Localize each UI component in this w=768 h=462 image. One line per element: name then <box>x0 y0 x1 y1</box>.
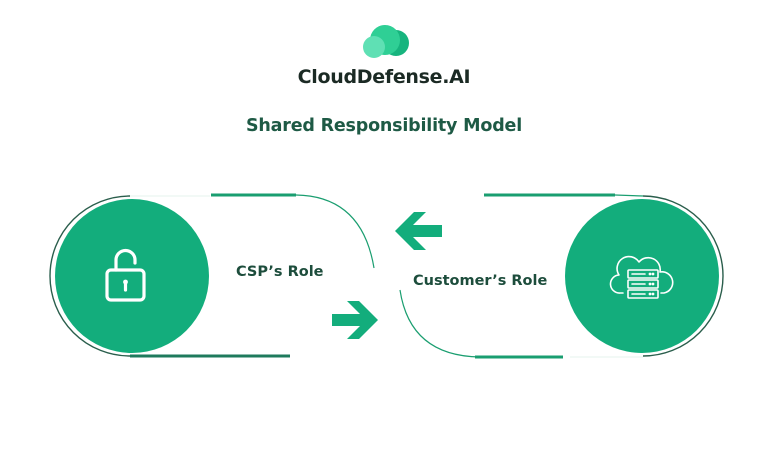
customer-outer-arc <box>642 195 724 357</box>
cloud-server-icon <box>609 255 674 299</box>
brand-name: CloudDefense.AI <box>297 66 471 88</box>
csp-role-pill <box>49 193 375 358</box>
customer-left-curve <box>399 289 481 358</box>
customer-top-line-tail <box>614 194 644 197</box>
arrow-left-icon <box>395 212 442 250</box>
customer-role-pill <box>399 193 724 359</box>
customer-role-label: Customer’s Role <box>413 273 548 289</box>
logo-circle-light <box>363 36 385 58</box>
diagram-title: Shared Responsibility Model <box>246 116 522 136</box>
cloud-logo-icon <box>363 25 409 58</box>
csp-circle <box>55 199 209 353</box>
customer-circle <box>565 199 719 353</box>
arrow-right-icon <box>332 301 378 339</box>
csp-right-curve <box>295 194 375 269</box>
csp-role-label: CSP’s Role <box>236 264 324 280</box>
csp-outer-arc <box>49 195 131 357</box>
unlocked-padlock-icon <box>105 248 146 302</box>
